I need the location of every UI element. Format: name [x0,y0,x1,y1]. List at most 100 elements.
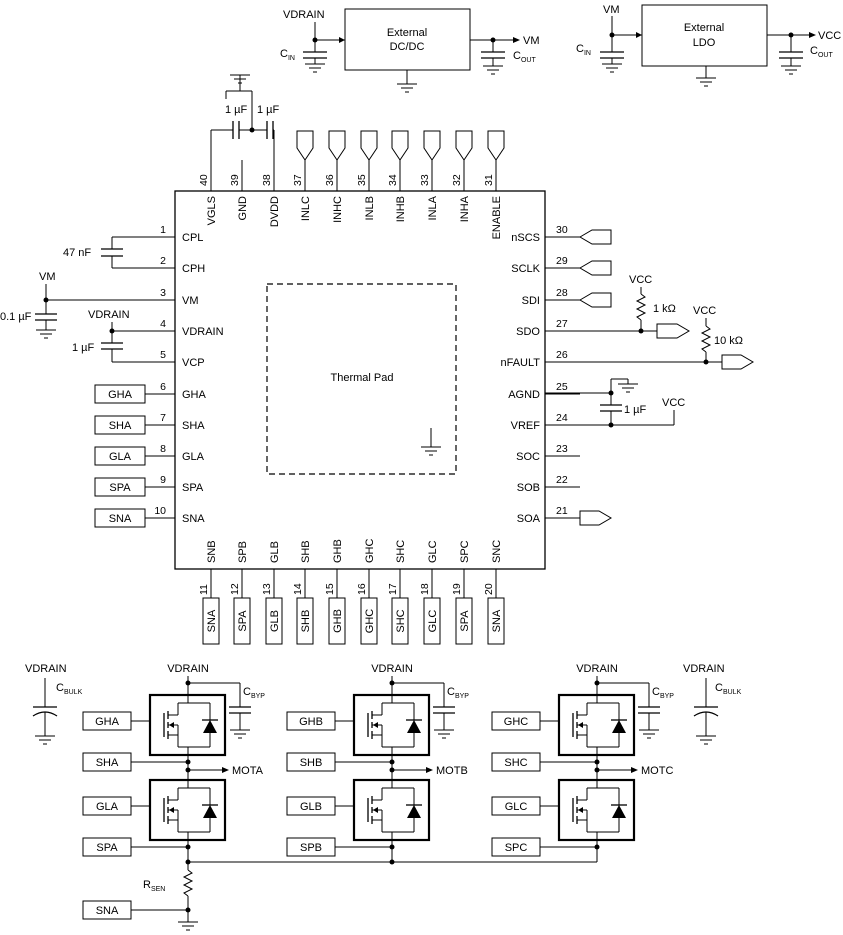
pin-num-2: 2 [160,255,166,267]
pin-num-12: 12 [229,583,241,595]
vdrain-label: VDRAIN [88,309,130,321]
cap-vref-label: 1 µF [624,404,647,416]
pin-name-snb: SNB [206,540,218,563]
bulk-left-label: CBULK [56,682,83,696]
nfault-output-arrow-icon [721,354,754,370]
pin-name-nfault: nFAULT [500,357,540,369]
pin-name-vgls: VGLS [206,196,218,225]
pin-num-6: 6 [160,381,166,393]
pin-num-14: 14 [292,583,304,595]
dcdc-line2: DC/DC [390,41,425,53]
vdrain-label: VDRAIN [167,663,209,675]
pin-num-13: 13 [261,583,273,595]
cap-dvdd-label: 1 µF [257,104,280,116]
chip-body [174,190,546,570]
pin-name-sha: SHA [182,420,205,432]
dcdc-cin-label: CIN [280,48,295,62]
cap-01u-label: 0.1 µF [0,311,32,323]
bridge-box-spa: SPA [96,842,118,854]
pin-num-31: 31 [483,174,495,186]
cap-vcp-label: 1 µF [72,342,95,354]
bottom-box-label-15: GHB [332,609,344,633]
top-cap-network: 1 µF 1 µF [210,74,280,168]
ldo-line1: External [684,22,724,34]
bottom-box-label-12: SPA [237,610,249,632]
bridge-box-ghc: GHC [504,716,529,728]
input-arrow-icon [579,292,612,308]
pin-name-inhc: INHC [332,196,344,223]
vcc-sdo-label: VCC [629,274,652,286]
input-arrow-icon [296,130,314,161]
thermal-pad-label: Thermal Pad [331,372,394,384]
bottom-box-label-13: GLB [269,610,281,632]
pin-num-21: 21 [556,505,568,517]
bridge-box-spc: SPC [505,842,528,854]
bottom-box-11 [202,597,220,645]
motor-out-label: MOTB [436,765,468,777]
bridge-box-gla: GLA [96,801,119,813]
pin-num-11: 11 [198,584,210,595]
input-arrow-icon [391,130,409,161]
pin-name-ghc: GHC [364,539,376,564]
pin-name-spb: SPB [237,541,249,563]
left-box-sha: SHA [109,420,132,432]
cbyp-label: CBYP [652,686,674,700]
pin-num-40: 40 [198,174,210,186]
pin-name-agnd: AGND [508,389,540,401]
ldo-line2: LDO [693,37,716,49]
vm-label: VM [39,271,56,283]
bridge-box-shb: SHB [300,757,323,769]
vdrain-label: VDRAIN [576,663,618,675]
thermal-pad [266,283,457,475]
pin-name-vref: VREF [511,420,541,432]
input-arrow-icon [455,130,473,161]
res-10k-label: 10 kΩ [714,335,743,347]
pin-name-glc: GLC [427,540,439,563]
bulk-right-vdrain-label: VDRAIN [683,663,725,675]
pin-num-19: 19 [451,583,463,595]
soa-output-arrow-icon [579,510,612,526]
bridge-box-gha: GHA [95,716,120,728]
pin-num-8: 8 [160,443,166,455]
pin-name-gnd: GND [237,196,249,221]
pin-num-25: 25 [556,381,568,393]
pin-num-16: 16 [356,583,368,595]
bottom-box-18 [423,597,441,645]
dcdc-output-label: VM [523,35,540,47]
left-box-spa: SPA [109,482,131,494]
bulk-left-vdrain-label: VDRAIN [25,663,67,675]
pin-name-sdo: SDO [516,326,540,338]
pin-num-15: 15 [324,583,336,595]
bottom-box-20 [487,597,505,645]
dcdc-line1: External [387,27,427,39]
pin-num-20: 20 [483,583,495,595]
vdrain-label: VDRAIN [371,663,413,675]
bottom-box-label-20: SNA [491,609,503,632]
pin-num-30: 30 [556,224,568,236]
res-1k-label: 1 kΩ [653,303,676,315]
bridge-box-spb: SPB [300,842,322,854]
bridge-box-glb: GLB [300,801,322,813]
bottom-box-label-14: SHB [300,610,312,633]
pin-num-17: 17 [387,583,399,595]
bridge-box-sha: SHA [96,757,119,769]
motor-out-label: MOTA [232,765,264,777]
input-arrow-icon [487,130,505,161]
pin-name-sna: SNA [182,513,205,525]
bridge-box-glc: GLC [505,801,528,813]
cap-47n-label: 47 nF [63,247,91,259]
dcdc-input-label: VDRAIN [283,9,325,21]
chip-pins: 1CPL2CPH3VM4VDRAIN5VCP6GHA7SHA8GLA9SPA10… [145,160,580,645]
pin-name-spc: SPC [459,540,471,563]
pin-num-39: 39 [229,174,241,186]
bottom-box-13 [265,597,283,645]
pin-num-22: 22 [556,474,568,486]
cbyp-label: CBYP [243,686,265,700]
dcdc-box [344,8,471,71]
left-passives: 47 nF VM 0.1 µF VDRAIN 1 µF [0,236,175,363]
pin-name-gla: GLA [182,451,205,463]
sense-resistor: RSEN SNA [82,859,597,931]
pin-num-24: 24 [556,412,568,424]
